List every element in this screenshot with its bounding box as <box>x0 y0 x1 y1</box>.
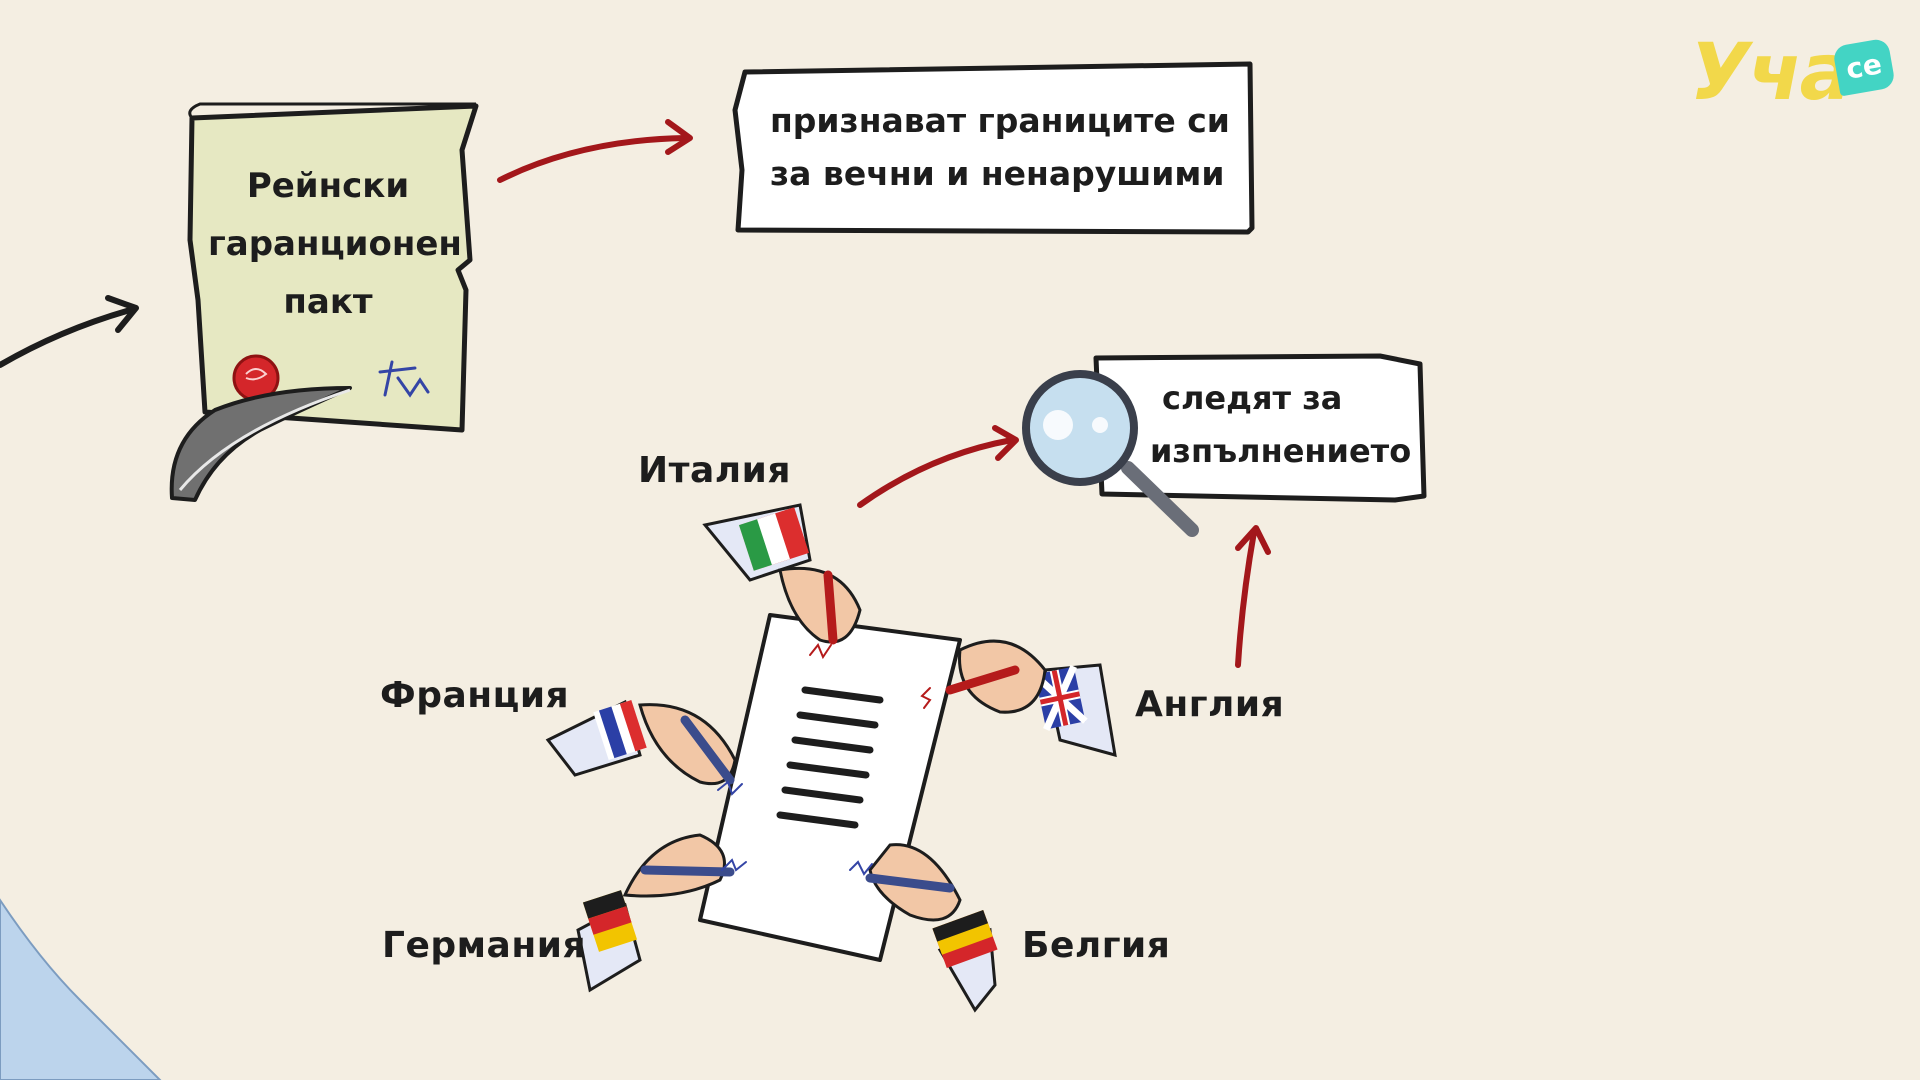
hand-belgium <box>865 843 998 1013</box>
right-box-frame <box>1093 353 1427 503</box>
doc-signatures <box>717 643 932 876</box>
label-france: Франция <box>380 675 570 716</box>
black-arrow <box>0 295 139 368</box>
label-england: Англия <box>1135 684 1285 725</box>
red-arrow-to-top-box <box>497 119 693 183</box>
red-arrow-to-right-box <box>1235 525 1271 668</box>
red-arrow-to-magnifier <box>857 425 1019 508</box>
label-germany: Германия <box>382 925 587 966</box>
right-box-line1: следят за <box>1162 379 1343 417</box>
pact-title-line3: пакт <box>283 281 373 322</box>
hand-france <box>545 699 737 786</box>
signature-scribble <box>378 360 430 398</box>
hand-england <box>945 639 1117 758</box>
pact-title-line2: гаранционен <box>208 223 462 264</box>
hand-italy <box>702 503 862 645</box>
label-belgium: Белгия <box>1022 925 1171 966</box>
label-italy: Италия <box>638 450 791 491</box>
top-box-text: признават границите си за вечни и ненару… <box>770 95 1230 201</box>
right-box-text: следят за изпълнението <box>1150 372 1420 478</box>
hand-germany <box>576 833 735 993</box>
map-coast <box>0 898 162 1080</box>
magnifier-icon <box>1022 370 1199 537</box>
pact-title: Рейнски гаранционен пакт <box>208 158 462 331</box>
logo-wordmark: Уча <box>1690 28 1852 118</box>
quill-icon <box>169 386 352 502</box>
top-box-line2: за вечни и ненарушими <box>770 153 1225 193</box>
top-box-line1: признават границите си <box>770 101 1230 140</box>
pact-scroll <box>187 102 479 433</box>
logo-badge-icon: се <box>1832 37 1896 97</box>
right-box-line2: изпълнението <box>1150 431 1412 470</box>
pact-title-line1: Рейнски <box>246 166 410 206</box>
top-box-frame <box>732 61 1255 235</box>
